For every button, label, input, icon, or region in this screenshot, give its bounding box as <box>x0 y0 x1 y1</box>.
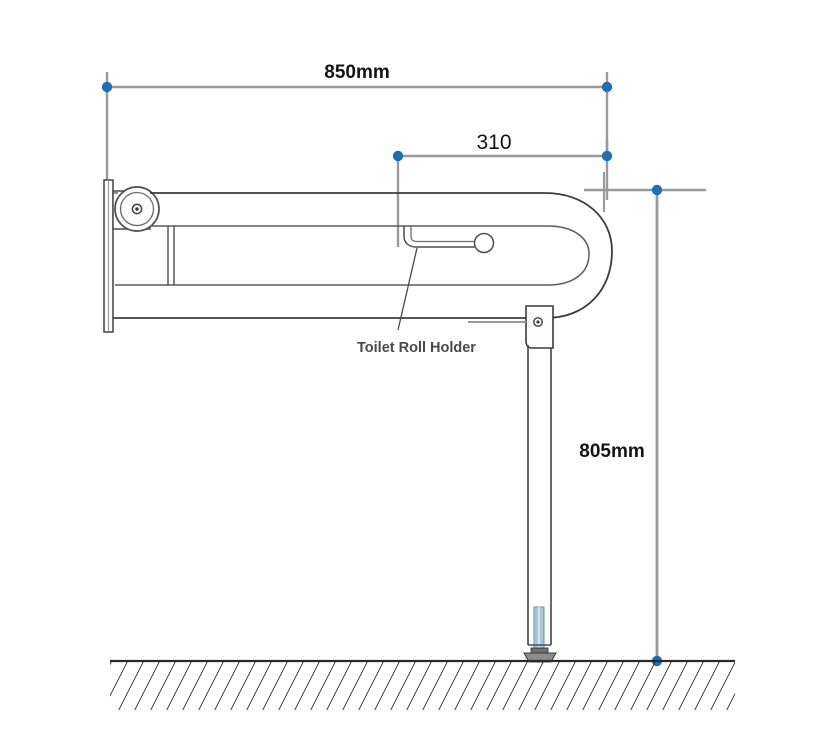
floor-hatch-fill <box>110 662 735 710</box>
u-bend-outer-curve <box>544 192 613 319</box>
u-bend-inner-curve <box>547 225 590 286</box>
support-leg <box>527 345 552 650</box>
leg-bracket-pivot-dot <box>536 320 540 324</box>
floor-hatching <box>110 662 735 710</box>
dimension-overall-height: 805mm <box>579 172 706 667</box>
dimension-label-overall-length: 850mm <box>324 62 390 83</box>
hinge-mid-circle <box>119 191 155 227</box>
roll-holder-knob <box>473 232 495 254</box>
roll-holder-arm-outer <box>403 226 477 248</box>
dimension-node-right <box>601 81 613 93</box>
dimension-node-left <box>101 81 113 93</box>
dimension-label-overall-height: 805mm <box>579 441 645 462</box>
leg-bracket-body <box>525 305 554 349</box>
lower-rail <box>113 226 548 319</box>
callout-leader-line <box>397 247 418 331</box>
leg-foot-collar <box>530 647 549 654</box>
dimension-overall-length: 850mm <box>101 62 613 182</box>
dimension-node-left <box>392 150 404 162</box>
hinge-pivot <box>114 186 160 232</box>
floor-line <box>110 659 735 710</box>
roll-holder-arm-inner <box>410 226 477 243</box>
callout-label-toilet-roll-holder: Toilet Roll Holder <box>357 340 476 356</box>
dimension-node-right <box>601 150 613 162</box>
u-bend <box>544 192 613 319</box>
upper-rail <box>150 192 548 227</box>
callout-toilet-roll-holder: Toilet Roll Holder <box>357 247 476 356</box>
roll-holder-arm <box>403 226 495 254</box>
dimension-leg-offset: 310 <box>392 131 613 247</box>
dimension-node-top <box>651 184 663 196</box>
dimension-label-leg-offset: 310 <box>476 131 511 154</box>
leg-bracket <box>468 305 554 349</box>
hinge-pin-dot <box>135 207 139 211</box>
